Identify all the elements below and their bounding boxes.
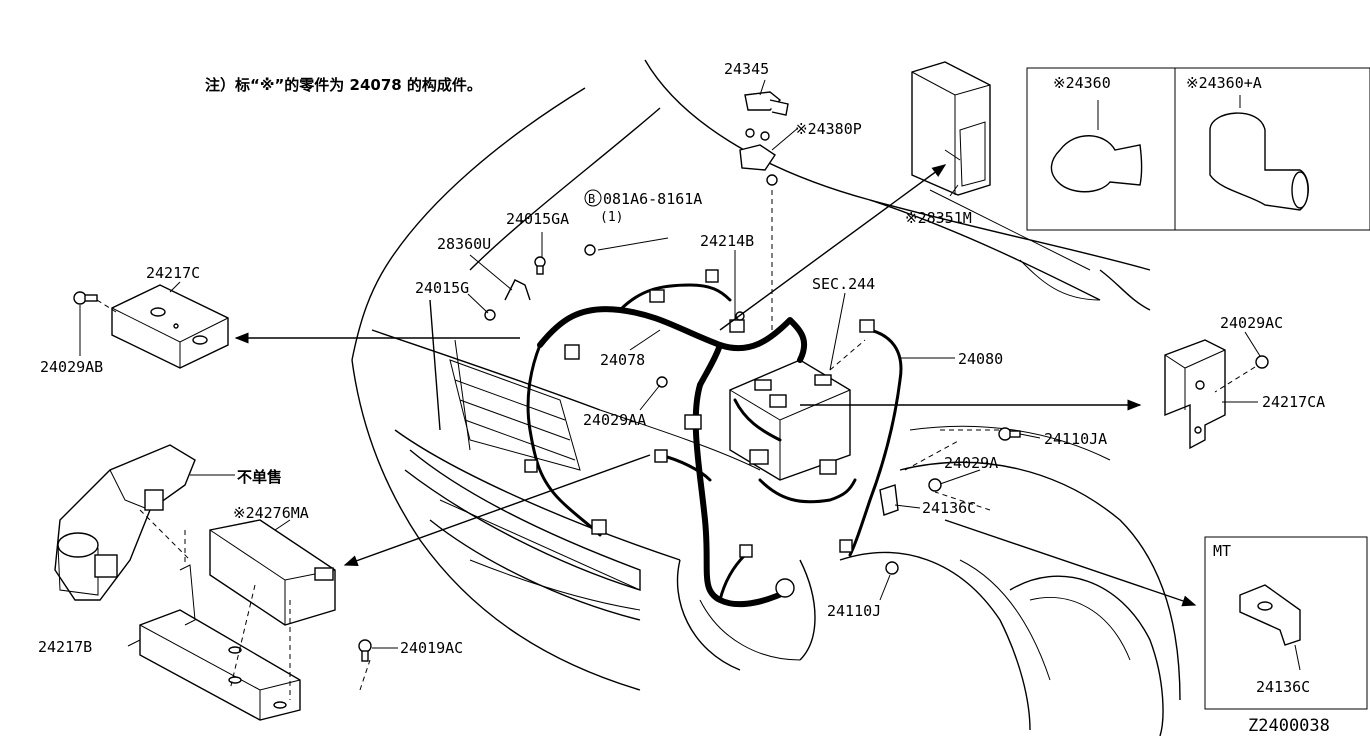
harness-fasteners: [484, 244, 745, 388]
drawing-code: Z2400038: [1248, 716, 1330, 736]
bolt-24110J: [885, 561, 899, 575]
label-24080: 24080: [958, 350, 1003, 368]
label-24217CA: 24217CA: [1262, 393, 1325, 411]
label-28360U: 28360U: [437, 235, 491, 253]
label-24217B: 24217B: [38, 638, 92, 656]
ecm-24276MA: [209, 519, 336, 626]
label-28351M: ※28351M: [905, 209, 972, 227]
inset-box-mt: [1204, 536, 1368, 710]
label-24136C: 24136C: [922, 499, 976, 517]
label-24019AC: 24019AC: [400, 639, 463, 657]
label-24276MA: ※24276MA: [233, 504, 309, 522]
label-24214B: 24214B: [700, 232, 754, 250]
car-body-outline: [351, 59, 1181, 736]
bracket-24217B: [139, 564, 301, 721]
label-24110J: 24110J: [827, 602, 881, 620]
leader-lines: [79, 79, 1261, 649]
label-24029AA: 24029AA: [583, 411, 646, 429]
inset-label-24136C: 24136C: [1256, 678, 1310, 696]
bolt-24029A: [928, 478, 942, 492]
label-081A6-8161A: 081A6-8161A: [603, 190, 702, 208]
fuse-block-28351M: [911, 61, 991, 196]
label-24217C: 24217C: [146, 264, 200, 282]
label-24345: 24345: [724, 60, 769, 78]
clip-24136C: [879, 484, 899, 516]
label-24110JA: 24110JA: [1044, 430, 1107, 448]
inset-label-24360: ※24360: [1053, 74, 1111, 92]
label-not-sold: 不单售: [237, 468, 282, 486]
label-24380P: ※24380P: [795, 120, 862, 138]
bolt-24110JA: [998, 427, 1021, 441]
label-24029A: 24029A: [944, 454, 998, 472]
bolt-circle-symbol: [584, 189, 602, 207]
inset-label-24360-A: ※24360+A: [1186, 74, 1262, 92]
bolt-24029AC: [1214, 355, 1269, 393]
engine-room-harness: [524, 269, 903, 608]
ecm-bracket-assembly: [54, 444, 196, 601]
relay-24345: [739, 91, 789, 186]
bolt-24019AC: [358, 639, 372, 662]
inset-label-mt: MT: [1213, 542, 1231, 560]
bracket-24217CA: [1164, 339, 1226, 450]
label-24078: 24078: [600, 351, 645, 369]
bolt-24029AB: [73, 291, 117, 313]
callout-arrows: [234, 164, 1197, 607]
label-SEC244: SEC.244: [812, 275, 875, 293]
inset-box-24360: [1026, 67, 1370, 231]
label-24015G: 24015G: [415, 279, 469, 297]
label-24029AC: 24029AC: [1220, 314, 1283, 332]
guide-lines: [139, 190, 1000, 700]
label-24015GA: 24015GA: [506, 210, 569, 228]
bolt-symbol-letter: B: [588, 192, 595, 206]
label-24029AB: 24029AB: [40, 358, 103, 376]
label-081A6-qty: (1): [600, 210, 623, 225]
diagram-note: 注）标“※”的零件为 24078 的构成件。: [205, 76, 482, 94]
bracket-24217C: [111, 284, 229, 369]
labels: 注）标“※”的零件为 24078 的构成件。 24345 ※24380P B 0…: [38, 60, 1330, 736]
